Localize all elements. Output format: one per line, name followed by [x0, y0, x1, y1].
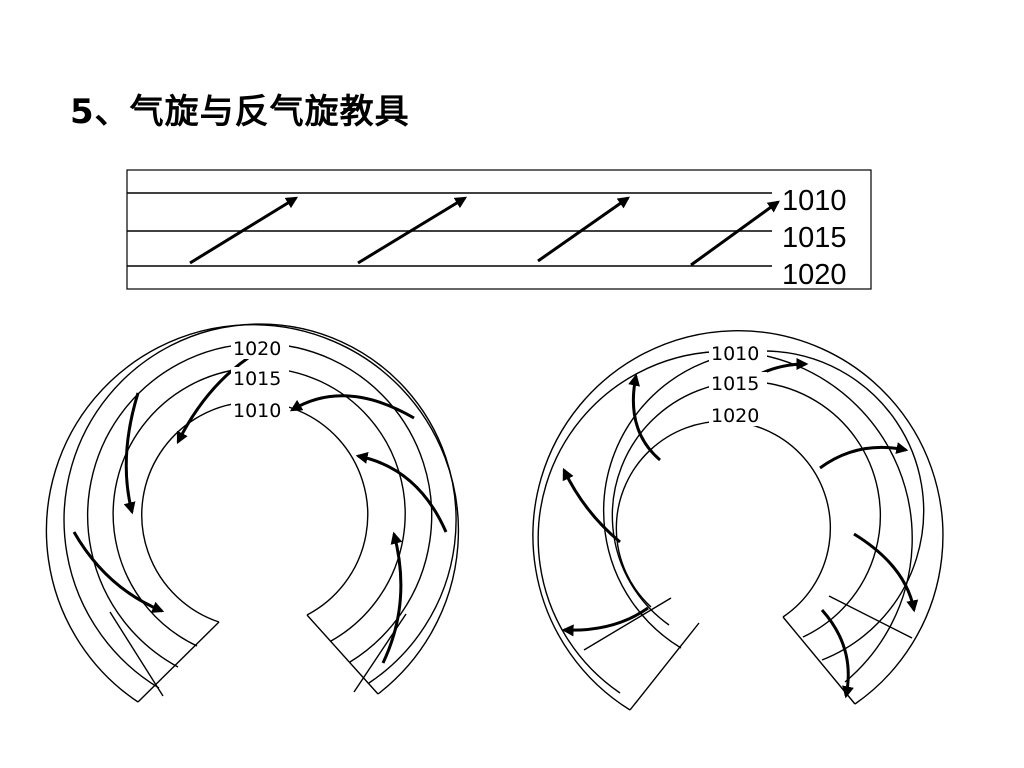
anticyclone-isobar-label: 1010	[711, 343, 759, 365]
cyclone-wind-arrow	[123, 392, 140, 515]
anticyclone-wind-arrow	[853, 532, 919, 613]
cyclone-isobar-label: 1020	[233, 338, 281, 360]
anticyclone-isobar-label: 1015	[711, 373, 759, 395]
cyclone-gap-edge	[137, 621, 220, 703]
cyclone-isobar-label: 1010	[233, 400, 281, 422]
cyclone-ring	[86, 342, 433, 668]
anticyclone-ring	[532, 330, 944, 711]
label-bg	[231, 399, 289, 421]
cyclone-wind-arrow	[289, 394, 415, 420]
anticyclone-wind-arrow	[819, 442, 909, 470]
anticyclone-isobar-label: 1020	[711, 405, 759, 427]
wind-arrow	[357, 196, 468, 265]
label-bg	[231, 337, 289, 359]
cyclone-wind-arrow	[72, 531, 165, 613]
label-bg	[709, 342, 767, 364]
cyclone-diagram: 1020 1015 1010	[45, 323, 460, 703]
cyclone-wind-arrow	[176, 356, 249, 445]
anticyclone-gap-edge	[629, 622, 700, 711]
straight-isobar-panel: 1010 1015 1020	[126, 169, 872, 291]
cyclone-radial	[353, 613, 407, 693]
anticyclone-wind-arrow	[562, 467, 621, 544]
cyclone-wind-arrow	[355, 452, 448, 533]
anticyclone-ring	[615, 420, 832, 618]
cyclone-gap-edge	[306, 614, 379, 695]
anticyclone-wind-arrow	[561, 606, 649, 637]
anticyclone-wind-arrow	[820, 609, 854, 699]
isobar-label: 1015	[782, 222, 847, 254]
wind-arrow	[690, 200, 780, 267]
cyclone-radial	[109, 611, 164, 697]
isobar-label: 1020	[782, 259, 847, 291]
anticyclone-wind-arrow	[628, 373, 661, 462]
cyclone-ring	[45, 324, 460, 703]
anticyclone-radial	[583, 597, 672, 651]
cyclone-isobar-label: 1015	[233, 368, 281, 390]
wind-arrow	[537, 196, 630, 263]
anticyclone-ring	[602, 350, 925, 661]
panel-border	[126, 169, 872, 290]
slide-title: 5、气旋与反气旋教具	[70, 92, 410, 132]
wind-arrow	[189, 196, 299, 265]
label-bg	[709, 404, 767, 426]
anticyclone-gap-edge	[782, 616, 856, 705]
isobar-label: 1010	[782, 185, 847, 217]
cyclone-ring	[141, 401, 369, 623]
label-bg	[709, 372, 767, 394]
label-bg	[231, 367, 289, 389]
cyclone-wind-arrow	[381, 531, 403, 664]
anticyclone-diagram: 1010 1015 1020	[532, 330, 944, 711]
anticyclone-radial	[828, 595, 913, 639]
